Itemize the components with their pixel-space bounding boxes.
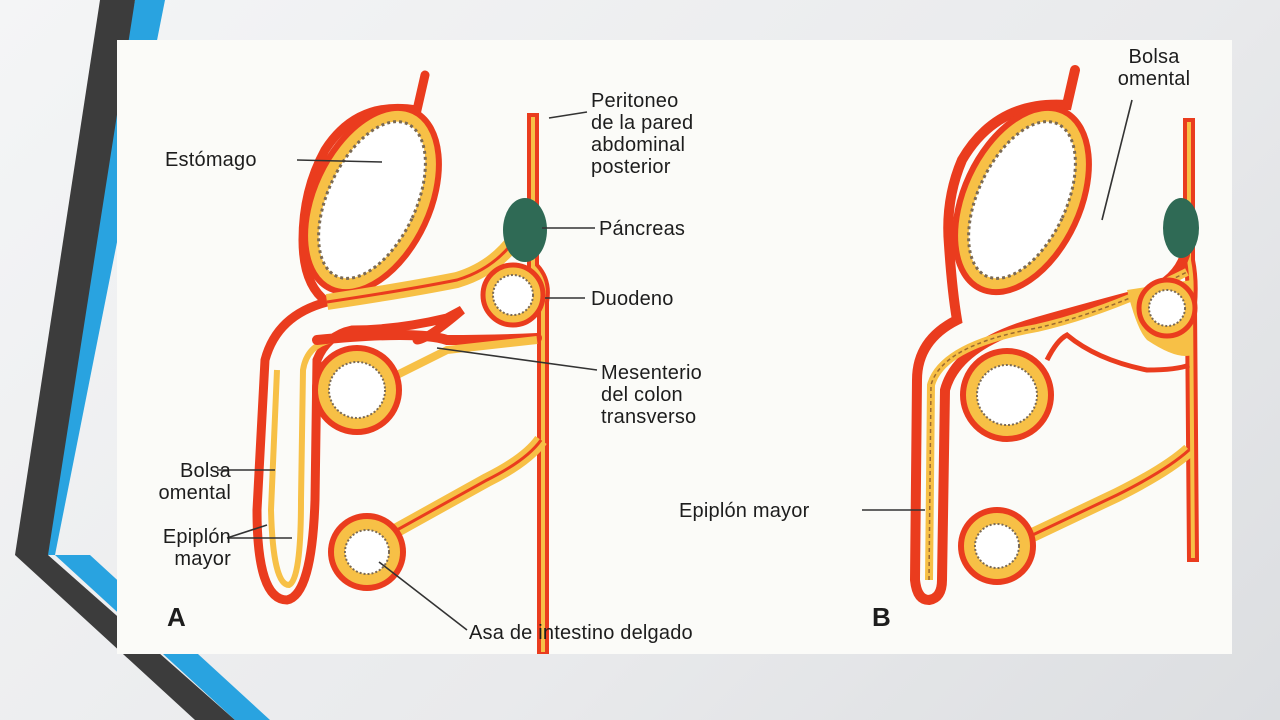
- label-mesenterio-line-2: del colon: [601, 384, 683, 406]
- panel-a-letter: A: [167, 602, 186, 632]
- label-peritoneo-line-2: de la pared: [591, 112, 694, 134]
- label-epiplon-line-2: mayor: [174, 548, 231, 570]
- mesentery-edge-a: [378, 439, 543, 542]
- duodenum-lumen-a: [492, 274, 534, 316]
- label-duodeno: Duodeno: [591, 288, 674, 310]
- label-peritoneo-line-1: Peritoneo: [591, 90, 679, 112]
- duodenum-lumen-b: [1148, 289, 1186, 327]
- label-epiplon-mayor-a: Epiplón mayor: [131, 526, 231, 570]
- label-bolsa-omental-b: Bolsa omental: [1099, 46, 1209, 90]
- anatomy-illustration: [217, 65, 1200, 654]
- omentum-inner-a: [267, 337, 333, 589]
- small-intestine-lumen-a: [344, 529, 390, 575]
- small-intestine-lumen-b: [974, 523, 1020, 569]
- label-mesenterio-line-3: transverso: [601, 406, 697, 428]
- label-mesenterio: Mesenterio del colon transverso: [601, 362, 751, 428]
- label-mesenterio-line-1: Mesenterio: [601, 362, 702, 384]
- transverse-mesocolon-a: [312, 330, 542, 346]
- label-peritoneo-line-3: abdominal: [591, 134, 686, 156]
- transverse-colon-lumen-b: [976, 364, 1038, 426]
- label-bolsa-b-line-1: Bolsa: [1128, 46, 1180, 68]
- mesentery-edge-b: [1021, 448, 1191, 542]
- panel-a-drawing: [217, 70, 598, 654]
- panel-b-drawing: [862, 65, 1200, 606]
- omentum-fold-a: [252, 70, 465, 605]
- greater-omentum-b: [909, 65, 1190, 606]
- label-epiplon-mayor-b: Epiplón mayor: [679, 500, 810, 522]
- panel-b-letter: B: [872, 602, 891, 632]
- label-bolsa-b-line-2: omental: [1117, 68, 1191, 90]
- omental-bursa-figure: A Estómago Peritoneo de la pared abdomin…: [117, 40, 1232, 654]
- label-bolsa-line-2: omental: [158, 482, 231, 504]
- accent-bar-dark: [15, 0, 135, 555]
- label-bolsa-line-1: Bolsa: [179, 460, 231, 482]
- label-peritoneo-line-4: posterior: [591, 156, 671, 178]
- label-estomago: Estómago: [165, 149, 257, 171]
- label-peritoneo: Peritoneo de la pared abdominal posterio…: [591, 90, 741, 178]
- transverse-colon-lumen-a: [328, 361, 386, 419]
- transverse-mesocolon-core-a: [375, 336, 538, 389]
- label-epiplon-line-1: Epiplón: [162, 526, 231, 548]
- posterior-wall-a: [527, 113, 550, 654]
- leader-lines-b: [862, 99, 1133, 511]
- label-pancreas: Páncreas: [599, 218, 686, 240]
- stomach-lumen-b: [967, 120, 1077, 280]
- mesocolon-b: [1044, 332, 1190, 373]
- leader-lines-a: [217, 111, 598, 631]
- pancreas-a: [503, 198, 547, 262]
- label-asa-intestino: Asa de intestino delgado: [469, 622, 693, 644]
- pancreas-b: [1163, 198, 1199, 258]
- label-bolsa-omental-a: Bolsa omental: [131, 460, 231, 504]
